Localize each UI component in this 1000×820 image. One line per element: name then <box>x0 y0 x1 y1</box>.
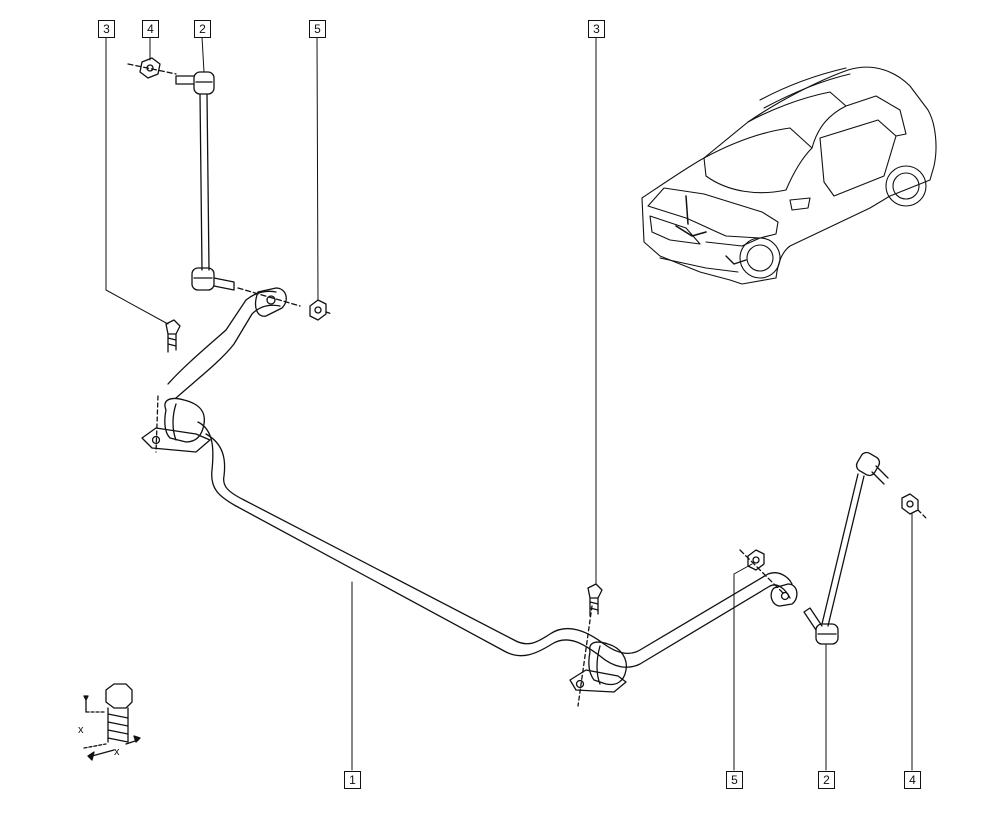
callout-3-top-left: 3 <box>98 20 115 38</box>
callout-2-top-left: 2 <box>194 20 211 38</box>
left-nut-5 <box>309 299 333 321</box>
right-bar-bushing <box>569 605 628 707</box>
right-upper-nut <box>901 493 927 519</box>
callout-4-bottom: 4 <box>904 771 921 789</box>
callout-2-bottom: 2 <box>818 771 835 789</box>
left-bar-bushing <box>141 395 211 453</box>
left-upper-nut <box>127 57 177 79</box>
callout-4-top-left: 4 <box>142 20 159 38</box>
callout-5-top-left: 5 <box>309 20 326 38</box>
vehicle-locator-illustration <box>641 66 937 285</box>
stabilizer-bar <box>167 287 798 668</box>
left-link-rod <box>175 71 301 307</box>
callout-5-bottom: 5 <box>726 771 743 789</box>
left-bushing-bolt <box>165 319 181 353</box>
callout-3-top-right: 3 <box>588 20 605 38</box>
bolt-dimension-label-2: x <box>114 746 120 758</box>
right-bushing-bolt <box>587 583 603 617</box>
bolt-marking-legend <box>83 683 141 761</box>
bolt-dimension-label: x <box>78 724 84 736</box>
right-link-rod <box>803 451 889 645</box>
callout-1-bottom: 1 <box>344 771 361 789</box>
leader-lines <box>105 36 913 771</box>
